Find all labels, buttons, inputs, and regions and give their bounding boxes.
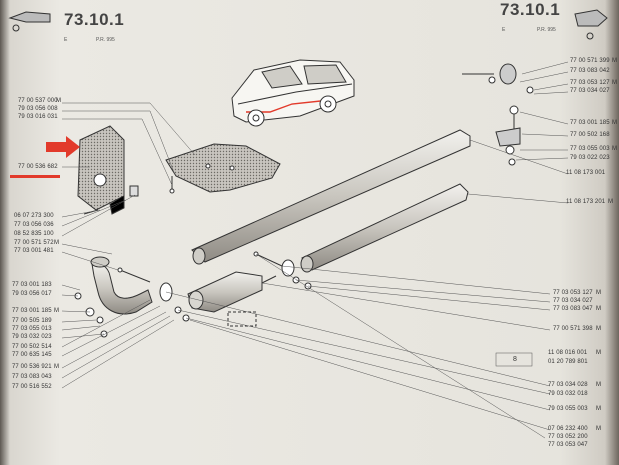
callout-letter: M — [596, 350, 602, 356]
part-number: 77 03 083 043 — [12, 374, 52, 380]
car-illustration — [231, 59, 355, 127]
part-number: 77 03 083 047 — [553, 306, 593, 312]
section-code-left: 73.10.1 — [64, 10, 125, 29]
part-number: 79 03 016 031 — [18, 114, 58, 120]
callout-letter: M — [612, 58, 618, 64]
part-number: 79 03 055 003 — [548, 406, 588, 412]
part-number: 77 03 034 027 — [553, 298, 593, 304]
part-number: 77 03 083 042 — [570, 68, 610, 74]
section-e-right: E — [502, 27, 506, 33]
part-number: 06 07 273 300 — [14, 213, 54, 219]
section-e-left: E — [64, 37, 68, 43]
part-number: 11 08 173 201 — [566, 199, 606, 205]
part-number: 77 03 034 028 — [548, 382, 588, 388]
part-number: 77 00 571 572 — [14, 240, 54, 246]
silencer — [187, 271, 277, 327]
section-code-right: 73.10.1 — [500, 0, 561, 19]
part-number: 77 03 034 027 — [570, 88, 610, 94]
part-number: 77 03 001 185 — [570, 120, 610, 126]
callout-letter: M — [54, 240, 60, 246]
part-number: 79 03 022 023 — [570, 155, 610, 161]
right-hardware — [462, 63, 534, 166]
callout-letter: M — [612, 120, 618, 126]
part-number: 79 03 032 023 — [12, 334, 52, 340]
part-number: 77 03 001 183 — [12, 282, 52, 288]
part-number: 11 08 173 001 — [566, 170, 606, 176]
top-left-pipe-icon — [8, 11, 51, 32]
perforated-bracket — [77, 125, 139, 215]
callout-letter: M — [596, 306, 602, 312]
callout-letter: M — [596, 382, 602, 388]
section-ref-left: P.R. 995 — [96, 37, 115, 43]
part-number: 77 00 536 682 — [18, 164, 58, 170]
part-number: 77 03 053 127 — [553, 290, 593, 296]
part-number: 79 03 056 017 — [12, 291, 52, 297]
front-downpipe — [74, 256, 153, 338]
part-number: 77 00 502 514 — [12, 344, 52, 350]
part-number: 01 20 789 801 — [548, 359, 588, 365]
part-number: 77 03 001 185 — [12, 308, 52, 314]
part-number: 77 03 053 047 — [548, 442, 588, 448]
callout-letter: M — [596, 426, 602, 432]
part-number: 77 00 571 398 — [553, 326, 593, 332]
callout-letter: M — [608, 199, 614, 205]
part-number: 79 03 056 008 — [18, 106, 58, 112]
callout-letter: M — [612, 80, 618, 86]
part-number: 77 00 635 145 — [12, 352, 52, 358]
part-number: 77 00 516 552 — [12, 384, 52, 390]
heat-shield — [165, 143, 281, 194]
part-number: 77 00 536 921 — [12, 364, 52, 370]
part-number: 77 03 055 003 — [570, 146, 610, 152]
callout-letter: M — [596, 406, 602, 412]
callout-letter: M — [56, 98, 62, 104]
part-number: 77 03 001 481 — [14, 248, 54, 254]
part-number: 77 03 056 036 — [14, 222, 54, 228]
part-number: 77 03 053 127 — [570, 80, 610, 86]
part-number: 77 00 537 000 — [18, 98, 58, 104]
part-number: 79 03 032 018 — [548, 391, 588, 397]
part-number: 08 52 835 100 — [14, 231, 54, 237]
part-number: 11 08 016 001 — [548, 350, 588, 356]
callout-letter: M — [596, 326, 602, 332]
callout-letter: M — [612, 146, 618, 152]
part-number: 77 03 055 013 — [12, 326, 52, 332]
callout-letter: M — [596, 290, 602, 296]
callout-letter: M — [54, 364, 60, 370]
leader-lines — [61, 61, 569, 439]
part-number: 77 00 571 399 — [570, 58, 610, 64]
exhaust-pipes — [191, 129, 471, 273]
callout-letter: M — [54, 308, 60, 314]
section-ref-right: P.R. 995 — [537, 27, 556, 33]
top-right-pipe-icon — [574, 9, 608, 40]
part-number: 77 03 052 200 — [548, 434, 588, 440]
part-number: 07 06 232 400 — [548, 426, 588, 432]
part-number: 77 00 505 189 — [12, 318, 52, 324]
tag-label: 8 — [513, 356, 517, 363]
red-arrow — [10, 136, 80, 178]
part-number: 77 00 502 168 — [570, 132, 610, 138]
